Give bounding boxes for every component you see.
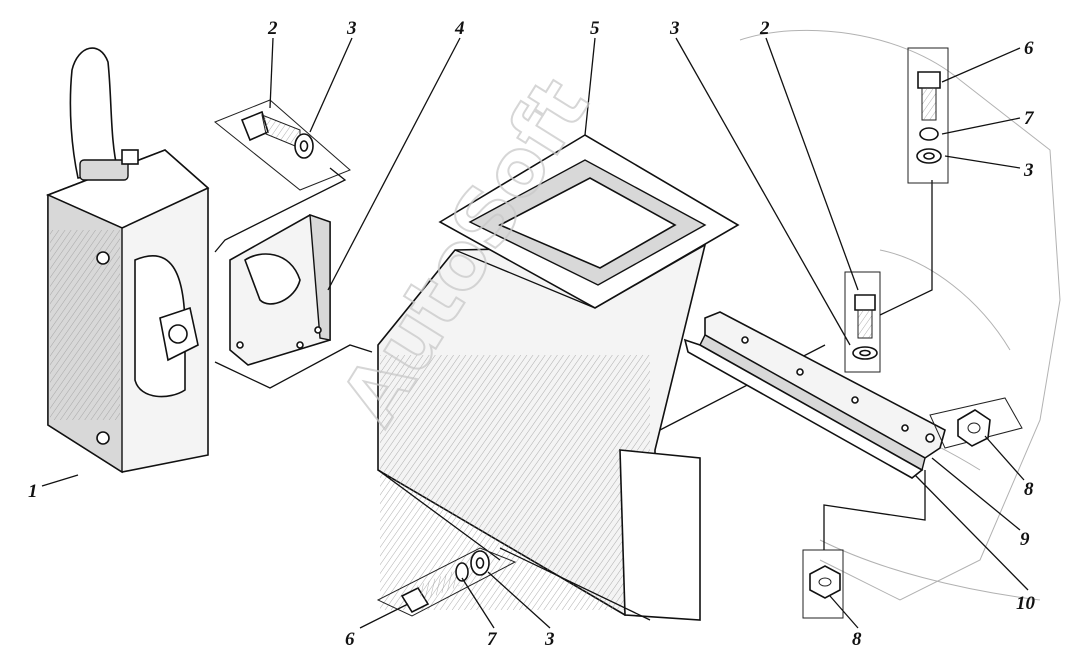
callout-7-top-right: 7 (1024, 108, 1035, 129)
callout-3-top-right: 3 (1023, 160, 1034, 181)
callout-6-top-right: 6 (1024, 38, 1034, 59)
callout-4: 4 (454, 18, 465, 39)
callout-8-right: 8 (1024, 479, 1034, 500)
part-2-bolt-and-3-washer-top-left (214, 99, 351, 253)
callout-2-top-right: 2 (759, 18, 770, 39)
part-6-bolt-7-3-washers-top-right (907, 47, 949, 184)
part-5-air-duct-casing (377, 134, 826, 621)
part-8-nut-right (929, 397, 1023, 449)
callout-5: 5 (590, 18, 600, 39)
leader-lines (41, 37, 1029, 629)
callout-1: 1 (28, 481, 38, 502)
part-2-bolt-and-3-washer-center (844, 180, 933, 373)
callout-3-top-center: 3 (669, 18, 680, 39)
callout-6-bottom: 6 (345, 629, 355, 650)
part-6-bolt-7-3-washers-bottom (376, 547, 517, 617)
callout-3-bottom: 3 (544, 629, 555, 650)
part-9-10-support-beam (683, 311, 946, 479)
part-1-heater-radiator (45, 47, 210, 474)
callout-9: 9 (1020, 529, 1030, 550)
callout-2-top-left: 2 (267, 18, 278, 39)
callout-labels: 1 2 3 4 5 3 2 6 7 3 8 9 10 8 6 7 3 (28, 18, 1036, 650)
callout-8-bottom: 8 (852, 629, 862, 650)
callout-10: 10 (1016, 593, 1036, 614)
callout-7-bottom: 7 (487, 629, 498, 650)
background-engine-sketch (739, 29, 1061, 601)
part-8-nut-bottom (802, 470, 926, 619)
part-4-mounting-bracket (214, 213, 373, 389)
callout-3-top-left: 3 (346, 18, 357, 39)
